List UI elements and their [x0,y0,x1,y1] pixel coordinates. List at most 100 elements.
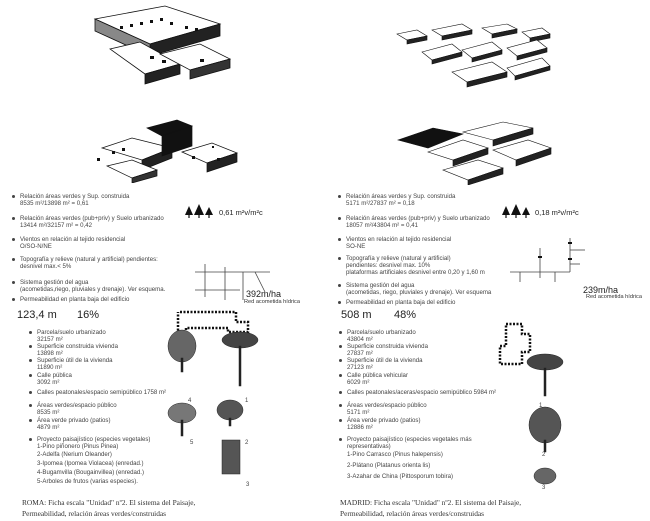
rome-stat-value: 32157 m² [37,336,63,343]
madrid-building-perimeter-shape [498,322,532,366]
madrid-stat-title: Área verde privado (patios) [347,417,421,424]
madrid-item-title: Relación áreas verdes y Sup. construida [346,193,456,200]
madrid-permeability-percent: 48% [394,309,417,321]
madrid-item-value: 18057 m²/43804 m² = 0,41 [346,222,418,229]
tree-label: 2 [245,440,249,446]
rome-caption-line-2: Permeabilidad, relación áreas verdes/con… [22,509,167,518]
tree-label: 1 [539,403,543,409]
rome-3d-model-perspective [97,119,239,183]
rome-item-title: Permeabilidad en planta baja del edifici… [20,296,130,303]
bullet [29,419,32,422]
rome-item-value: desnivel max.< 5% [20,263,72,270]
bullet [12,238,15,241]
madrid-stat-title: Calles peatonales/aceras/espacio semipúb… [347,389,497,396]
madrid-stat-title: Superficie construida vivienda [347,343,428,350]
madrid-stat-value: 5171 m² [347,409,370,416]
bullet [338,257,341,260]
bullet [339,374,342,377]
rome-stat-value: 11890 m² [37,364,63,371]
rome-stat-title: Proyecto paisajístico (especies vegetale… [37,436,151,443]
tree-label: 2 [542,452,546,458]
rome-item-value: O/SO-N/NE [20,243,52,250]
rome-item-title: Relación áreas verdes y Sup. construida [20,193,130,200]
rome-stat-title: Calle pública [37,372,72,379]
madrid-green-ratio: 0,18 m²v/m²c [535,208,579,217]
bullet [29,404,32,407]
rome-item-title: Sistema gestión del agua [20,279,89,286]
madrid-caption-line-2: Permeabilidad, relación áreas verdes/con… [340,509,485,518]
rome-stat-title: Superficie construida vivienda [37,343,118,350]
madrid-stat-value: 27837 m² [347,350,373,357]
madrid-stat-title: Superficie útil de la vivienda [347,357,423,364]
rome-caption-line-1: ROMA: Ficha escala "Unidad" nº2. El sist… [22,498,196,507]
rome-item-value: 13414 m²/32157 m² = 0,42 [20,222,92,229]
rome-species-item: 1-Pino piñonero (Pinus Pinea) [37,443,119,450]
rome-permeability-percent: 16% [77,309,100,321]
madrid-stat-value: 43804 m² [347,336,373,343]
bullet [338,238,341,241]
rome-stat-title: Áreas verdes/espacio público [37,402,117,409]
bullet [12,298,15,301]
madrid-item-title: Sistema gestión del agua [346,282,415,289]
bullet [12,281,15,284]
bullet [339,331,342,334]
tree-label: 3 [542,485,546,491]
rome-stat-value: 13898 m² [37,350,63,357]
madrid-species-item: 2-Plátano (Platanus orienta lis) [347,462,431,469]
bullet [338,195,341,198]
madrid-item-value: pendientes: desnivel max. 10% [346,262,431,269]
bullet [29,345,32,348]
madrid-3d-model-aerial [396,23,551,88]
madrid-stat-title: Calle pública vehicular [347,372,408,379]
tree-label: 1 [245,398,249,404]
madrid-stat-value: 27123 m² [347,364,373,371]
madrid-tree-illustrations [526,353,564,485]
madrid-stat-value: 6029 m² [347,379,370,386]
rome-stat-value: 4879 m² [37,424,60,431]
rome-item-title: Topografía y relieve (natural y artifici… [20,256,158,263]
madrid-species-item: 3-Azahar de China (Pittosporum tobira) [347,473,454,480]
madrid-stat-title: Proyecto paisajístico (especies vegetale… [347,436,472,443]
rome-species-item: 5-Arboles de frutos (varias especies). [37,478,138,485]
madrid-perimeter: 508 m [341,309,372,321]
rome-water-network-diagram [195,264,270,300]
bullet [339,345,342,348]
bullet [338,284,341,287]
tree-label: 4 [188,398,192,404]
madrid-caption-line-1: MADRID: Ficha escala "Unidad" nº2. El si… [340,498,522,507]
bullet [29,331,32,334]
rome-species-item: 2-Adelfa (Nerium Oleander) [37,451,112,458]
rome-stat-value: 3092 m² [37,379,60,386]
rome-network-value: 392m/ha [246,289,282,299]
madrid-species-item: 1-Pino Carrasco (Pinus halepensis) [347,451,443,458]
madrid-item-value: plataformas artificiales desnivel entre … [346,269,485,276]
madrid-stat-title: Parcela/suelo urbanizado [347,329,416,336]
bullet [339,438,342,441]
rome-species-item: 4-Bugamvilla (Bougainvillea) (enredad.) [37,469,145,476]
madrid-item-title: Relación áreas verdes (pub+priv) y Suelo… [346,215,490,222]
bullet [29,391,32,394]
madrid-stat-value: representativas) [347,443,391,450]
bullet [339,419,342,422]
rome-stat-value: 8535 m² [37,409,60,416]
rome-network-label: Red acometida hídrica [244,299,300,305]
rome-stat-title: Superficie útil de la vivienda [37,357,113,364]
rome-item-title: Vientos en relación al tejido residencia… [20,236,126,243]
rome-tree-illustrations [167,329,259,475]
madrid-stat-title: Áreas verdes/espacio público [347,402,427,409]
madrid-stat-value: 12886 m² [347,424,373,431]
rome-stat-title: Área verde privado (patios) [37,417,111,424]
rome-green-ratio: 0,61 m²v/m²c [219,208,263,217]
madrid-item-title: Topografía y relieve (natural y artifici… [346,255,451,262]
tree-label: 3 [246,482,250,488]
rome-perimeter: 123,4 m [17,309,57,321]
madrid-water-network-diagram [510,238,585,282]
bullet [29,438,32,441]
madrid-network-value: 239m/ha [583,285,619,295]
bullet [29,374,32,377]
rome-3d-model-aerial [93,5,232,85]
madrid-item-title: Vientos en relación al tejido residencia… [346,236,452,243]
bullet [339,391,342,394]
tree-ratio-icon [185,204,213,218]
bullet [12,258,15,261]
